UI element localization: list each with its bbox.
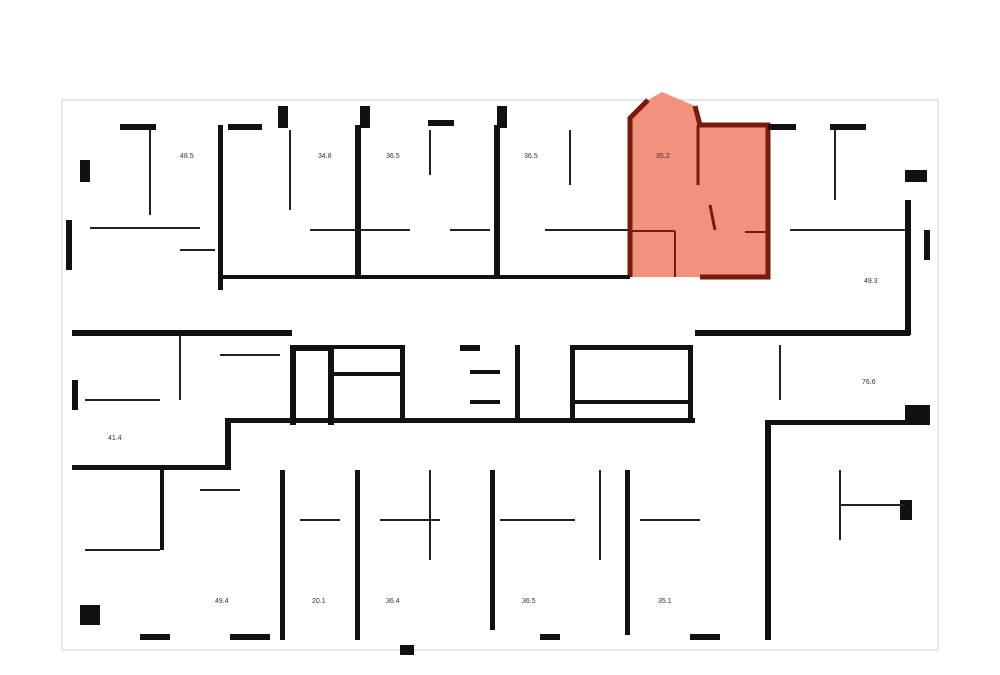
unit-label-76-6[interactable]: 76.6 [862,379,876,386]
walls [66,106,930,655]
unit-35-2-highlight[interactable] [627,92,771,280]
unit-label-36-4[interactable]: 36.4 [386,598,400,605]
unit-label-20-1[interactable]: 20.1 [312,598,326,605]
unit-labels: 48.5 34.8 36.5 36.5 35.2 49.3 76.6 41.4 … [108,153,878,605]
unit-label-41-4[interactable]: 41.4 [108,435,122,442]
unit-label-49-4[interactable]: 49.4 [215,598,229,605]
unit-label-36-5[interactable]: 36.5 [522,598,536,605]
unit-label-48-5[interactable]: 48.5 [180,153,194,160]
building-outline [61,99,939,651]
unit-label-36-5[interactable]: 36.5 [386,153,400,160]
unit-label-35-2[interactable]: 35.2 [656,153,670,160]
unit-label-34-8[interactable]: 34.8 [318,153,332,160]
unit-label-49-3[interactable]: 49.3 [864,278,878,285]
interior-partitions [85,130,905,560]
unit-label-36-5[interactable]: 36.5 [524,153,538,160]
unit-label-35-1[interactable]: 35.1 [658,598,672,605]
